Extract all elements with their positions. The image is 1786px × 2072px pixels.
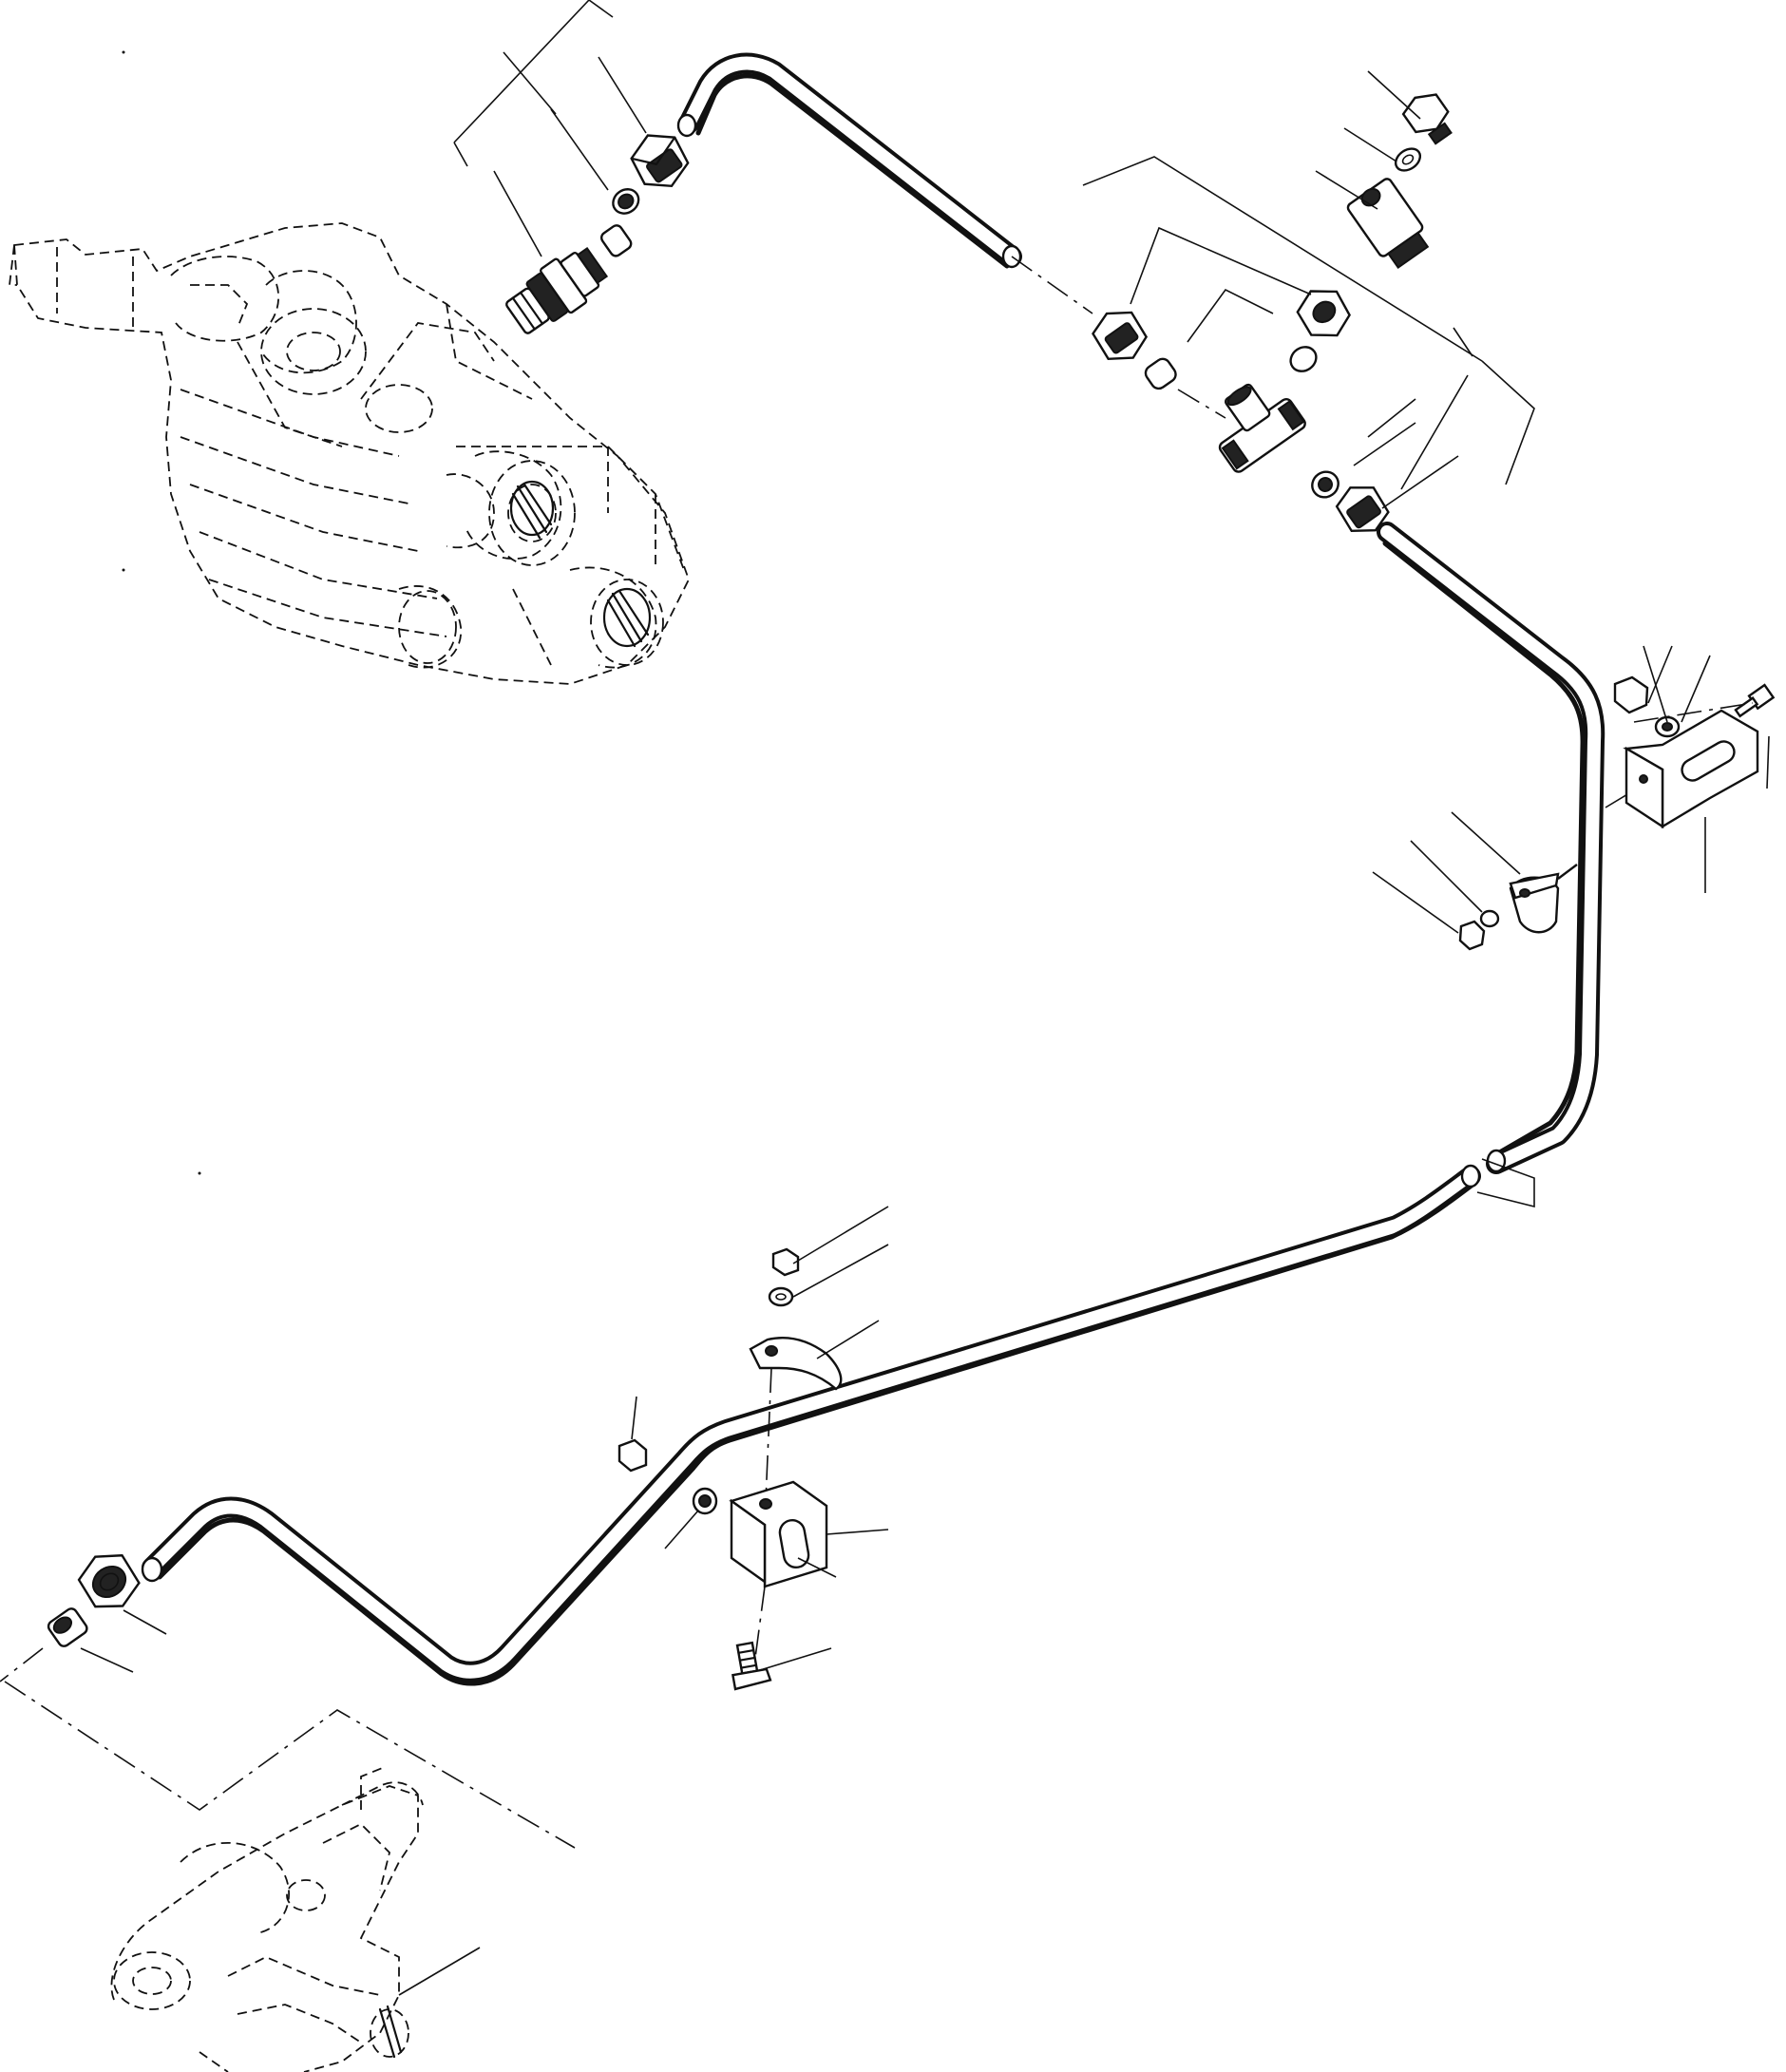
union-nut xyxy=(630,134,690,188)
tee-body xyxy=(1218,383,1306,473)
center-mount-bracket xyxy=(618,1396,889,1691)
hydraulic-pipe-lower xyxy=(141,1164,1481,1686)
lower-end-fittings xyxy=(0,1553,167,1682)
scan-specks xyxy=(122,50,201,1175)
nut xyxy=(1613,675,1649,714)
plug-bolt xyxy=(1401,93,1453,145)
right-pipe-clamp xyxy=(1372,811,1578,951)
sleeve-fitting xyxy=(1289,346,1318,372)
nut xyxy=(1458,920,1486,951)
bolt xyxy=(732,1641,772,1691)
washer xyxy=(1394,147,1422,172)
center-pipe-clamp xyxy=(749,1206,889,1502)
bolt xyxy=(1734,683,1776,718)
sleeve-fitting xyxy=(1144,357,1177,390)
sleeve-fitting xyxy=(1311,470,1340,499)
union-nut xyxy=(1335,486,1390,533)
leader-bracket-valve-fittings xyxy=(453,0,647,257)
union-nut xyxy=(1296,290,1351,337)
valve-connector-fitting xyxy=(505,134,690,334)
right-mount-bracket xyxy=(1605,645,1776,893)
sleeve-fitting xyxy=(47,1607,88,1647)
washer xyxy=(1479,909,1500,928)
control-valve-ghost xyxy=(8,222,690,685)
sleeve-fitting xyxy=(599,224,633,257)
valve-threaded-boss xyxy=(509,480,652,648)
adapter-fitting xyxy=(1346,178,1430,270)
hydraulic-pipe-upper xyxy=(676,52,1022,269)
tee-fitting-group xyxy=(1011,70,1535,533)
sleeve-fitting xyxy=(612,188,640,215)
pipe-joint-marker xyxy=(1476,1158,1535,1208)
washer xyxy=(768,1286,794,1307)
nut xyxy=(618,1438,648,1473)
union-nut xyxy=(1092,311,1149,361)
hydraulic-pipe-right xyxy=(1377,522,1606,1174)
washer xyxy=(692,1487,718,1515)
union-nut xyxy=(77,1553,141,1608)
nut xyxy=(771,1247,800,1277)
lower-valve-ghost xyxy=(4,1681,576,2072)
